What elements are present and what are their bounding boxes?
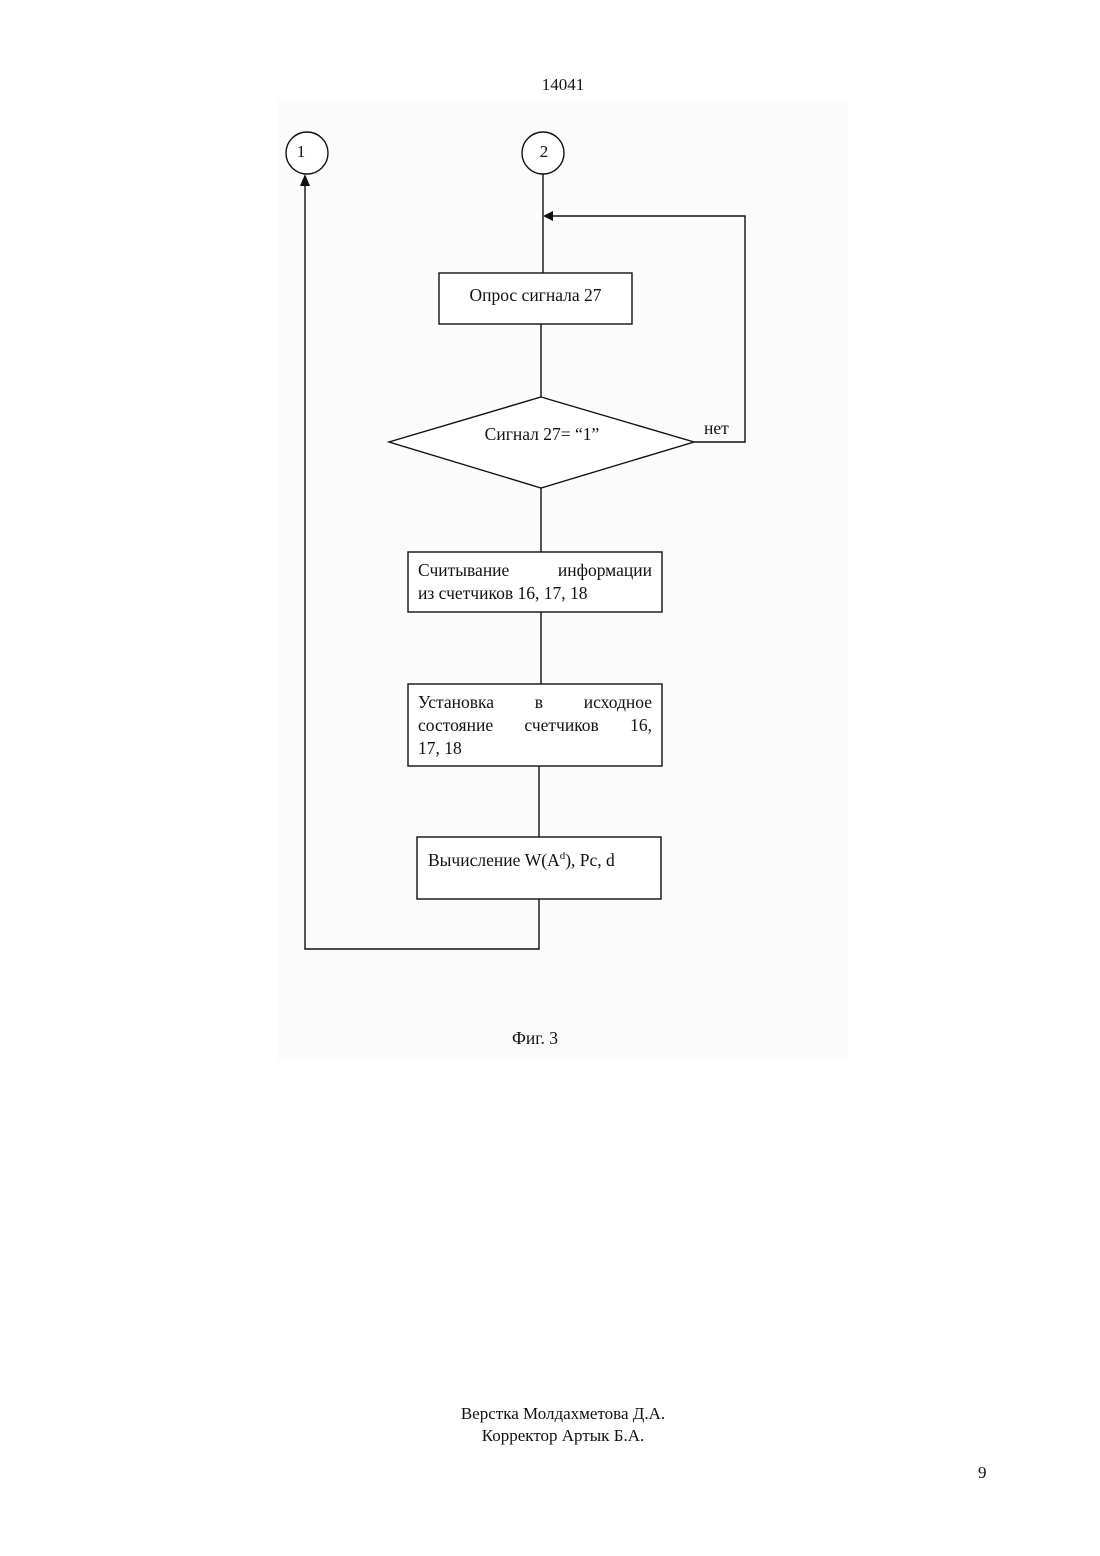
- connector-2-label: 2: [524, 142, 564, 162]
- reset-box-text: Установка в исходное состояние счетчиков…: [418, 691, 652, 760]
- loop-arrowhead: [543, 211, 553, 221]
- calc-box-prefix: Вычисление W(A: [428, 850, 560, 870]
- decision-text: Сигнал 27= “1”: [429, 424, 655, 445]
- return-arrowhead: [300, 174, 310, 186]
- no-loop-line: [553, 216, 745, 442]
- calc-box-suffix: ), Pc, d: [565, 850, 615, 870]
- read-box-text: Считывание информации из счетчиков 16, 1…: [418, 559, 652, 605]
- credits-corrector: Корректор Артык Б.А.: [0, 1425, 1100, 1447]
- decision-no-label: нет: [704, 418, 729, 439]
- calc-box-text: Вычисление W(Ad), Pc, d: [428, 845, 658, 872]
- figure-caption: Фиг. 3: [0, 1028, 1070, 1049]
- connector-1-label: 1: [281, 142, 321, 162]
- reset-box-line-2: состояние счетчиков 16,: [418, 714, 652, 737]
- credits-layout: Верстка Молдахметова Д.А.: [0, 1403, 1100, 1425]
- credits: Верстка Молдахметова Д.А. Корректор Арты…: [0, 1403, 1100, 1447]
- page-number: 9: [978, 1463, 987, 1483]
- reset-box-line-3: 17, 18: [418, 737, 652, 760]
- poll-box-text: Опрос сигнала 27: [439, 284, 632, 307]
- read-box-line-2: из счетчиков 16, 17, 18: [418, 582, 652, 605]
- read-box-line-1: Считывание информации: [418, 559, 652, 582]
- reset-box-line-1: Установка в исходное: [418, 691, 652, 714]
